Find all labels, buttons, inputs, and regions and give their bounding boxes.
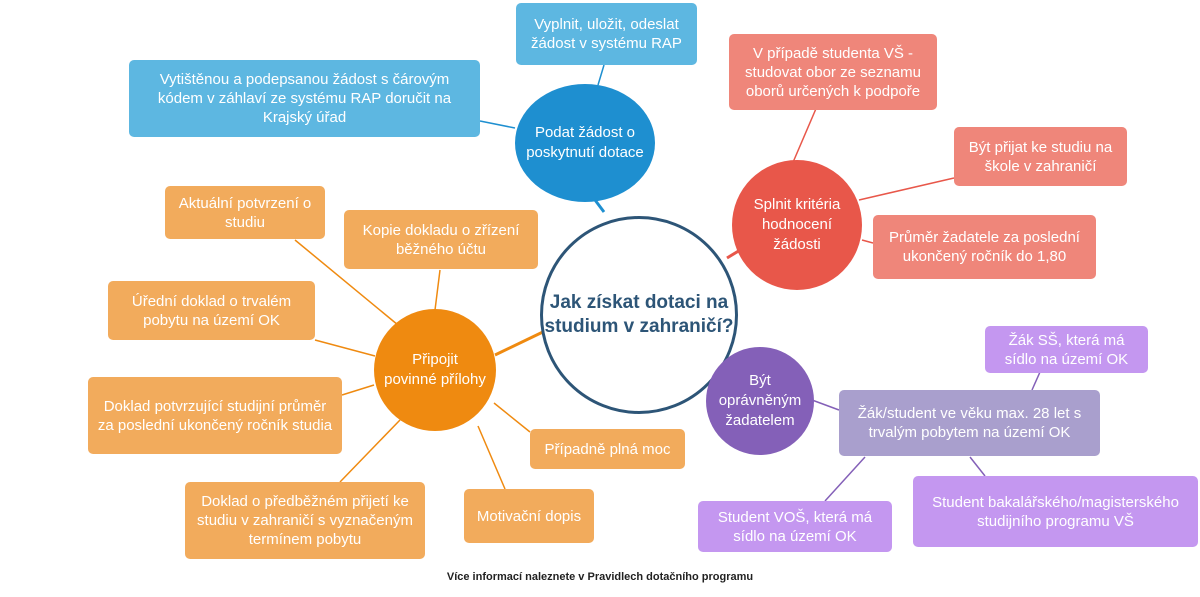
footer-note: Více informací naleznete v Pravidlech do… [446,571,754,583]
connector-att-7 [477,425,506,490]
attachment-item-6: Doklad o předběžném přijetí ke studiu v … [185,482,425,559]
connector-apply-1 [597,64,605,86]
eligible-main: Žák/student ve věku max. 28 let s trvalý… [839,390,1100,456]
attachment-item-1: Aktuální potvrzení o studiu [165,186,325,239]
attachment-item-5: Případně plná moc [530,429,685,469]
connector-att-4 [341,384,375,396]
connector-eligible-sub3 [969,456,986,477]
criteria-item-3: Průměr žadatele za poslední ukončený roč… [873,215,1096,279]
connector-att-6 [339,419,401,483]
hub-attachments: Připojit povinné přílohy [374,309,496,431]
connector-criteria-3 [861,239,874,244]
connector-eligible-main [811,399,840,411]
connector-center-attachments [494,328,548,357]
connector-att-1 [294,239,399,326]
apply-item-2: Vytištěnou a podepsanou žádost s čárovým… [129,60,480,137]
eligible-sub-3: Student bakalářského/magisterského studi… [913,476,1198,547]
attachment-item-7: Motivační dopis [464,489,594,543]
connector-att-3 [314,339,376,357]
hub-apply: Podat žádost o poskytnutí dotace [515,84,655,202]
hub-eligible: Být oprávněným žadatelem [706,347,814,455]
connector-apply-2 [479,120,516,129]
connector-eligible-sub2 [824,456,866,502]
connector-eligible-sub1 [1031,371,1041,391]
apply-item-1: Vyplnit, uložit, odeslat žádost v systém… [516,3,697,65]
connector-att-2 [434,269,441,311]
center-title: Jak získat dotaci na studium v zahraničí… [540,216,738,414]
criteria-item-2: Být přijat ke studiu na škole v zahranič… [954,127,1127,186]
criteria-item-1: V případě studenta VŠ - studovat obor ze… [729,34,937,110]
eligible-sub-2: Student VOŠ, která má sídlo na území OK [698,501,892,552]
connector-criteria-2 [858,177,955,201]
eligible-sub-1: Žák SŠ, která má sídlo na území OK [985,326,1148,373]
attachment-item-3: Úřední doklad o trvalém pobytu na území … [108,281,315,340]
connector-criteria-1 [790,103,819,168]
attachment-item-2: Kopie dokladu o zřízení běžného účtu [344,210,538,269]
hub-criteria: Splnit kritéria hodnocení žádosti [732,160,862,290]
attachment-item-4: Doklad potvrzující studijní průměr za po… [88,377,342,454]
connector-att-5 [493,402,531,433]
